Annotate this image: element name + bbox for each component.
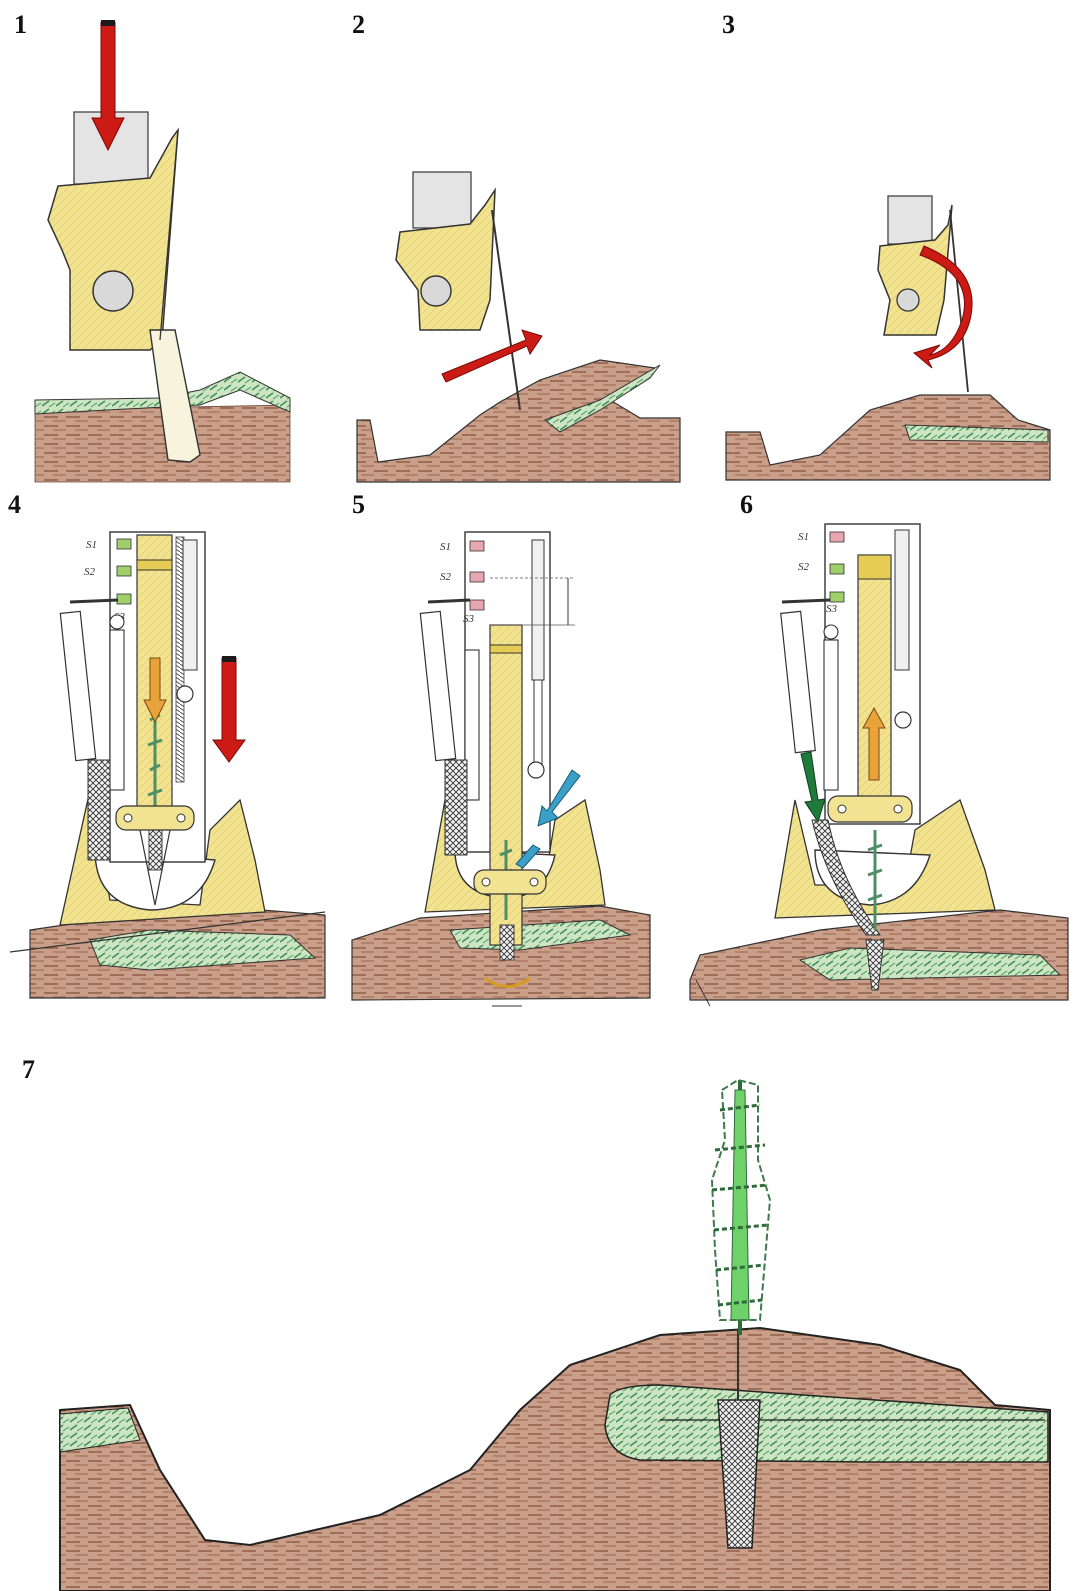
panel-6-sensor-s1 bbox=[830, 532, 844, 542]
panel-4-cylinder bbox=[60, 611, 95, 760]
panel-4-label-s1: S1 bbox=[86, 539, 97, 551]
panel-1-scarifier-penetration bbox=[35, 20, 290, 482]
panel-5-sensor-s2 bbox=[470, 572, 484, 582]
panel-2-right-arrow bbox=[442, 330, 542, 382]
panel-2-blade bbox=[492, 210, 520, 410]
panel-6-sensor-s2 bbox=[830, 564, 844, 574]
panel-6-sensor-s3 bbox=[830, 592, 844, 602]
panel-4-red-down-arrow bbox=[213, 658, 245, 762]
panel-6-label-s2: S2 bbox=[798, 561, 810, 573]
panel-3-rotation bbox=[726, 196, 1050, 480]
panel-4-roller bbox=[177, 686, 193, 702]
panel-6-label-s1: S1 bbox=[798, 531, 809, 543]
panel-4-tube-collar bbox=[137, 560, 172, 570]
panel-2-mounding bbox=[357, 172, 680, 482]
panel-5-seedling-insertion: S1 S2 S3 bbox=[352, 532, 650, 1006]
panel-3-mount-post bbox=[888, 196, 932, 244]
panel-5-sensor-s1 bbox=[470, 541, 484, 551]
panel-6-green-arrow bbox=[801, 752, 825, 822]
panel-3-pivot-hole bbox=[897, 289, 919, 311]
panel-4-sensor-s2 bbox=[117, 566, 131, 576]
panel-1-pivot-hole bbox=[93, 271, 133, 311]
panel-5-mesh-pot bbox=[445, 760, 467, 855]
panel-7-planted-seedling bbox=[60, 1080, 1050, 1591]
panel-4-sensor-s3 bbox=[117, 594, 131, 604]
panel-2-pivot-hole bbox=[421, 276, 451, 306]
panel-4-planting-head-descending: S1 S2 S3 bbox=[10, 532, 325, 998]
panel-5-cylinder bbox=[420, 611, 455, 760]
panel-5-sensor-s3 bbox=[470, 600, 484, 610]
panel-7-seedling bbox=[712, 1080, 770, 1335]
panel-5-label-s3: S3 bbox=[463, 613, 475, 625]
panel-5-label-s2: S2 bbox=[440, 571, 452, 583]
panel-4-mesh-pot bbox=[88, 760, 110, 860]
panel-2-mount-post bbox=[413, 172, 471, 228]
panel-6-label-s3: S3 bbox=[826, 603, 838, 615]
panel-4-sensor-s1 bbox=[117, 539, 131, 549]
panel-6-head-retracting: S1 S2 S3 bbox=[690, 524, 1068, 1006]
panel-5-label-s1: S1 bbox=[440, 541, 451, 553]
panel-2-soil bbox=[357, 360, 680, 482]
panel-6-cylinder bbox=[781, 611, 816, 752]
panel-4-label-s2: S2 bbox=[84, 566, 96, 578]
